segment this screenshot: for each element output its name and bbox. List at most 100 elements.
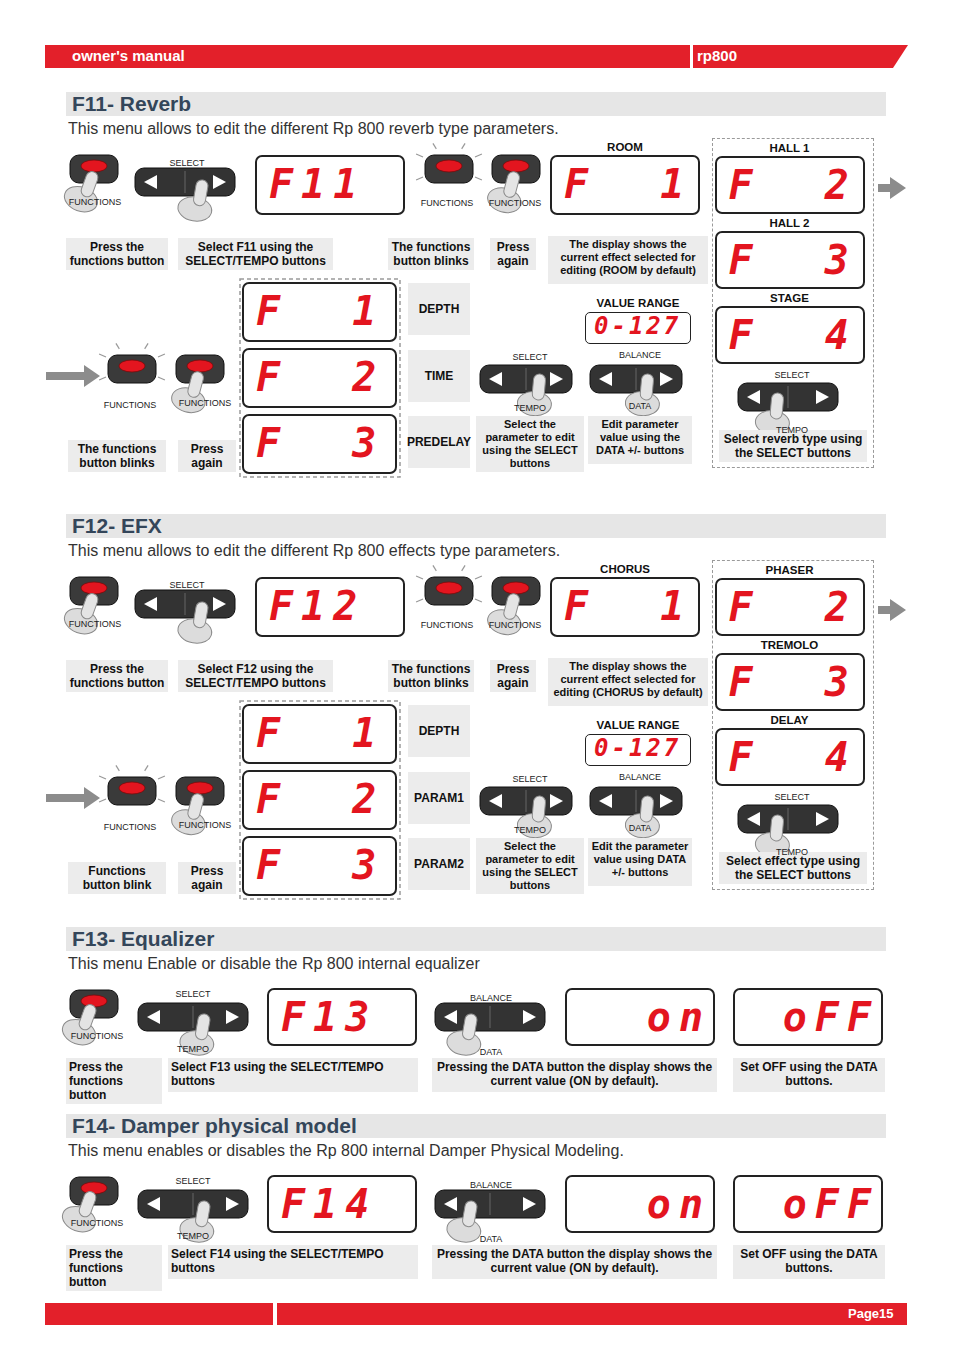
- caption-text: Edit the parameter value using DATA +/- …: [591, 840, 689, 879]
- parameter-box: PARAM1: [408, 772, 470, 824]
- button-led: [503, 582, 529, 594]
- led-display: F13: [267, 988, 417, 1046]
- display-value: F 4: [717, 730, 863, 784]
- button-divider: [193, 1193, 194, 1215]
- button-label: SELECT: [512, 774, 547, 784]
- caption-box: Press again: [178, 862, 236, 894]
- header-tip: [885, 45, 908, 68]
- caption-box: Pressing the DATA button the display sho…: [432, 1058, 717, 1092]
- arrow-left-icon: [147, 1010, 160, 1024]
- display-heading: STAGE: [687, 291, 893, 305]
- button-label: SELECT: [175, 989, 210, 999]
- caption-box: The functions button blinks: [68, 440, 166, 472]
- display-value: on: [567, 990, 713, 1044]
- display-value: F14: [269, 1177, 415, 1231]
- value-display: VALUE RANGE0-127: [585, 734, 691, 766]
- led-display: F14: [267, 1175, 417, 1233]
- blink-ray: [158, 776, 165, 779]
- blink-ray: [416, 599, 423, 602]
- hand-finger: [186, 370, 204, 398]
- arrow-left-icon: [144, 597, 157, 611]
- menu-description: This menu Enable or disable the Rp 800 i…: [68, 955, 480, 973]
- button-label: BALANCE: [470, 1180, 512, 1190]
- select-button: [480, 365, 572, 393]
- display-value: F13: [269, 990, 415, 1044]
- header-divider: [690, 45, 693, 68]
- button-label: SELECT: [774, 370, 809, 380]
- blink-ray: [145, 765, 148, 770]
- button-label: TEMPO: [177, 1231, 209, 1241]
- display-value: F 1: [552, 157, 698, 211]
- button-label: TEMPO: [776, 425, 808, 435]
- section-title: F12- EFX: [66, 514, 886, 538]
- arrow-left-icon: [444, 1010, 457, 1024]
- caption-text: PREDELAY: [407, 435, 471, 449]
- button-led: [436, 582, 462, 594]
- section-band: F13- Equalizer: [66, 927, 886, 951]
- arrow-right-icon: [660, 372, 673, 386]
- arrow-left-icon: [147, 1197, 160, 1211]
- menu-description: This menu allows to edit the different R…: [68, 120, 559, 138]
- caption-box: Press again: [178, 440, 236, 472]
- button-led: [81, 582, 107, 594]
- header-bar: [45, 45, 885, 68]
- select-button: [738, 383, 838, 411]
- button-label: FUNCTIONS: [104, 822, 157, 832]
- blink-ray: [99, 799, 106, 802]
- led-display: CHORUSF 1: [550, 577, 700, 637]
- blink-ray: [158, 354, 165, 357]
- caption-text: Select the parameter to edit using the S…: [479, 418, 581, 470]
- button-label: FUNCTIONS: [489, 198, 542, 208]
- parameter-box: DEPTH: [408, 705, 470, 757]
- caption-box: Select F13 using the SELECT/TEMPO button…: [168, 1058, 418, 1092]
- blink-ray: [116, 343, 119, 348]
- display-value: F11: [257, 157, 403, 211]
- hand-finger: [532, 373, 546, 400]
- arrow-left-icon: [489, 794, 502, 808]
- arrow-right-icon: [816, 390, 829, 404]
- display-value: F 3: [717, 655, 863, 709]
- caption-box: Select F14 using the SELECT/TEMPO button…: [168, 1245, 418, 1279]
- arrow-right-icon: [226, 1010, 239, 1024]
- led-display: on: [565, 988, 715, 1046]
- button-label: DATA: [629, 401, 652, 411]
- caption-text: Press the functions button: [69, 662, 165, 690]
- pressing-hand: [59, 998, 105, 1049]
- caption-text: Press again: [181, 442, 233, 470]
- blink-ray: [99, 354, 106, 357]
- flow-arrow: [878, 599, 906, 621]
- section-band: F12- EFX: [66, 514, 886, 538]
- arrow-right-icon: [550, 372, 563, 386]
- caption-box: Press the functions button: [66, 660, 168, 692]
- footer-bar: [45, 1303, 907, 1325]
- caption-box: Select F11 using the SELECT/TEMPO button…: [178, 238, 333, 270]
- caption-text: The functions button blinks: [71, 442, 163, 470]
- led-display: DELAYF 4: [715, 728, 865, 786]
- button-label: SELECT: [169, 580, 204, 590]
- hand-finger: [79, 592, 99, 621]
- select-button: [135, 168, 235, 196]
- button-led: [119, 360, 145, 372]
- blink-ray: [475, 154, 482, 157]
- dashed-group-outline: [240, 279, 400, 477]
- arrow-left-icon: [489, 372, 502, 386]
- button-divider: [490, 1006, 491, 1028]
- caption-box: Press the functions button: [66, 1058, 162, 1104]
- button-divider: [788, 386, 789, 408]
- button-led: [503, 160, 529, 172]
- caption-box: Set OFF using the DATA buttons.: [733, 1058, 885, 1092]
- caption-text: Press the functions button: [69, 1247, 159, 1289]
- display-value: F 1: [552, 579, 698, 633]
- function-button: [425, 155, 473, 183]
- caption-text: Functions button blink: [71, 864, 163, 892]
- section-band: F11- Reverb: [66, 92, 886, 116]
- hand-finger: [502, 170, 520, 198]
- dashed-group-outline: [240, 701, 400, 899]
- button-label: DATA: [629, 823, 652, 833]
- hand-finger: [462, 1013, 478, 1041]
- led-display: PHASERF 2: [715, 578, 865, 636]
- caption-box: Functions button blink: [68, 862, 166, 894]
- caption-text: Press again: [493, 240, 533, 268]
- blink-ray: [475, 599, 482, 602]
- led-display: F 3: [242, 414, 397, 474]
